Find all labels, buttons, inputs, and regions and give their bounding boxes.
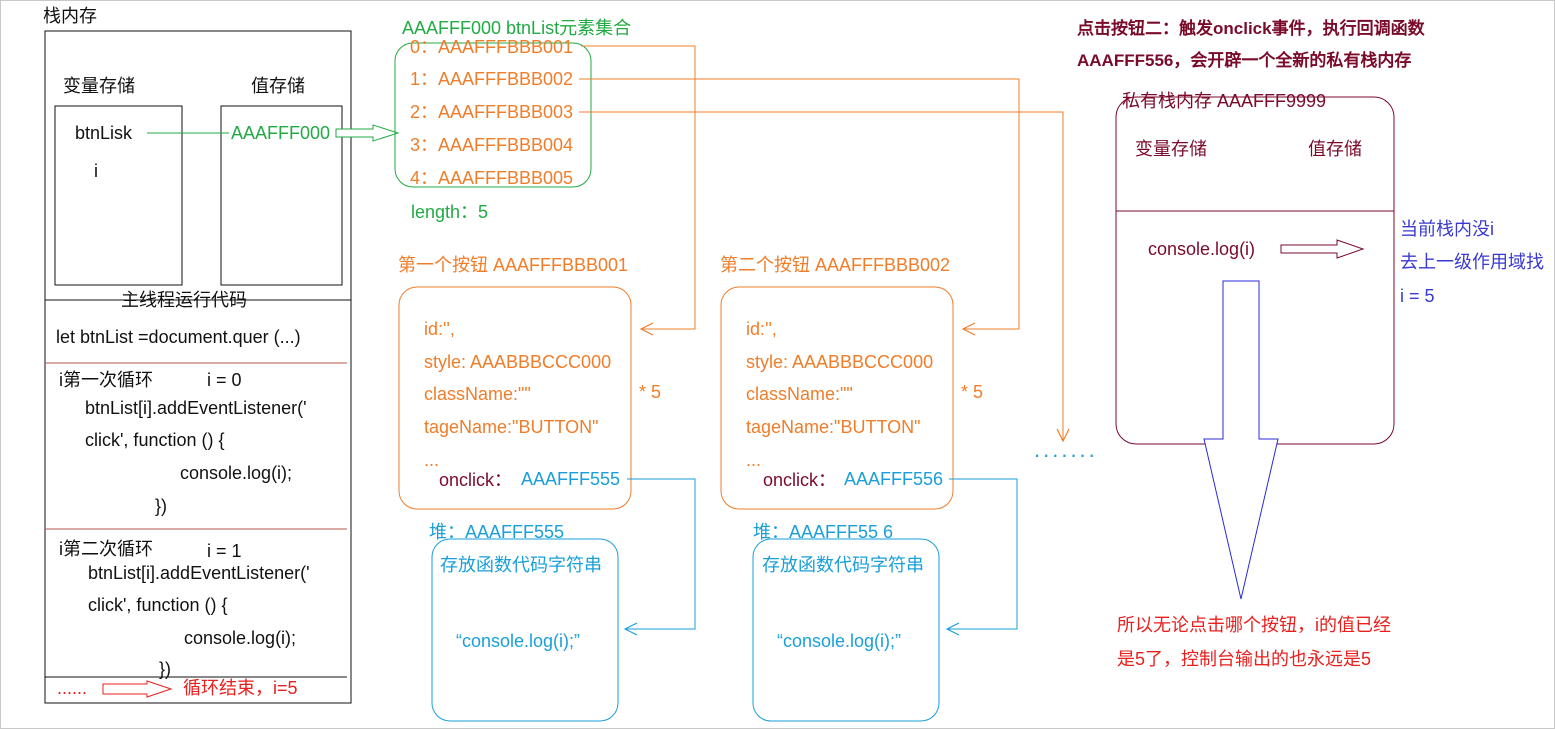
collection-title: AAAFFF000 btnList元素集合 bbox=[402, 18, 632, 38]
scope-note-line: i = 5 bbox=[1400, 286, 1435, 306]
button1-multiplier: * 5 bbox=[639, 382, 662, 402]
loop2-code-line: click', function () { bbox=[88, 595, 228, 615]
scope-note-line: 当前栈内没i bbox=[1400, 219, 1494, 239]
variable-storage-box bbox=[54, 105, 183, 286]
collection-length: length：5 bbox=[411, 202, 489, 222]
loop2-code-line: console.log(i); bbox=[184, 628, 297, 648]
loop2-code-line: btnList[i].addEventListener(' bbox=[88, 563, 310, 583]
conclusion-line: 是5了，控制台输出的也永远是5 bbox=[1117, 649, 1372, 669]
loop2-i-value: i = 1 bbox=[207, 541, 242, 561]
collection-item: 1：AAAFFFBBB002 bbox=[410, 69, 574, 89]
onclick2-to-heap-line bbox=[947, 478, 1018, 629]
button1-prop: className:"" bbox=[424, 384, 531, 404]
var-btnlist: btnLisk bbox=[75, 123, 133, 143]
heap1-code: “console.log(i);” bbox=[456, 631, 581, 651]
loop1-code-line: console.log(i); bbox=[180, 463, 293, 483]
collection-item: 3：AAAFFFBBB004 bbox=[410, 135, 574, 155]
heap2-title: 堆：AAAFFF55 6 bbox=[753, 522, 894, 542]
heap2-description: 存放函数代码字符串 bbox=[762, 555, 924, 575]
hollow-arrow-to-scope bbox=[1280, 239, 1365, 259]
click-note-line: 点击按钮二：触发onclick事件，执行回调函数 bbox=[1077, 19, 1425, 38]
var-i: i bbox=[94, 161, 98, 181]
value-storage-header: 值存储 bbox=[251, 76, 305, 96]
more-buttons-ellipsis: ....... bbox=[1034, 437, 1098, 462]
stack-frame bbox=[44, 30, 352, 704]
private-stack-code: console.log(i) bbox=[1148, 239, 1256, 259]
variable-storage-header: 变量存储 bbox=[63, 76, 135, 96]
heap1-box bbox=[431, 538, 619, 722]
collection-item: 4：AAAFFFBBB005 bbox=[410, 168, 574, 188]
btnlist-collection-box bbox=[394, 42, 592, 188]
button2-prop: ... bbox=[746, 450, 762, 470]
loop-ellipsis: ...... bbox=[57, 678, 88, 698]
conclusion-line: 所以无论点击哪个按钮，i的值已经 bbox=[1117, 615, 1391, 635]
item2-to-more-line bbox=[579, 111, 1063, 441]
button2-onclick-value: AAAFFF556 bbox=[844, 469, 944, 489]
button2-multiplier: * 5 bbox=[961, 382, 984, 402]
hollow-arrow-to-collection bbox=[335, 124, 400, 142]
loop-end-label: 循环结束，i=5 bbox=[183, 678, 298, 698]
loop2-label: i第二次循环 bbox=[59, 539, 153, 559]
loop1-code-line: }) bbox=[155, 496, 168, 516]
loop1-i-value: i = 0 bbox=[207, 370, 242, 390]
item0-to-button1-line bbox=[581, 45, 696, 329]
heap2-code: “console.log(i);” bbox=[777, 631, 902, 651]
onclick1-to-heap-line bbox=[625, 478, 696, 629]
btnlist-declaration: let btnList =document.quer (...) bbox=[56, 327, 301, 347]
button1-prop: id:'', bbox=[424, 319, 455, 339]
click-note-line: AAAFFF556，会开辟一个全新的私有栈内存 bbox=[1077, 51, 1412, 70]
button1-prop: ... bbox=[424, 450, 440, 470]
value-address: AAAFFF000 bbox=[231, 123, 331, 143]
button2-prop: style: AAABBBCCC000 bbox=[746, 352, 934, 372]
heap1-title: 堆：AAAFFF555 bbox=[429, 522, 565, 542]
button2-prop: className:"" bbox=[746, 384, 853, 404]
heap2-box bbox=[752, 538, 940, 722]
big-down-arrow bbox=[1203, 280, 1279, 600]
button2-prop: tageName:"BUTTON" bbox=[746, 417, 921, 437]
loop2-code-line: }) bbox=[159, 659, 172, 679]
main-thread-title: 主线程运行代码 bbox=[121, 290, 247, 310]
value-storage-box bbox=[220, 105, 343, 286]
loop1-label: i第一次循环 bbox=[59, 370, 153, 390]
button1-prop: style: AAABBBCCC000 bbox=[424, 352, 612, 372]
private-var-header: 变量存储 bbox=[1135, 139, 1207, 159]
button2-title: 第二个按钮 AAAFFFBBB002 bbox=[720, 255, 951, 275]
button2-prop: id:'', bbox=[746, 319, 777, 339]
button1-prop: tageName:"BUTTON" bbox=[424, 417, 599, 437]
loop1-code-line: btnList[i].addEventListener(' bbox=[85, 398, 307, 418]
scope-note-line: 去上一级作用域找 bbox=[1400, 252, 1544, 272]
collection-item: 0：AAAFFFBBB001 bbox=[410, 37, 574, 57]
button1-object-box bbox=[398, 286, 632, 510]
stack-title: 栈内存 bbox=[43, 6, 97, 26]
button2-onclick-label: onclick： bbox=[763, 470, 837, 490]
button1-title: 第一个按钮 AAAFFFBBB001 bbox=[398, 255, 629, 275]
button1-onclick-value: AAAFFF555 bbox=[521, 469, 621, 489]
private-stack-title: 私有栈内存 AAAFFF9999 bbox=[1122, 91, 1327, 111]
heap1-description: 存放函数代码字符串 bbox=[440, 555, 602, 575]
button2-object-box bbox=[720, 286, 954, 510]
loop1-code-line: click', function () { bbox=[85, 430, 225, 450]
loop-end-arrow bbox=[102, 680, 173, 698]
item1-to-button2-line bbox=[579, 78, 1020, 329]
button1-onclick-label: onclick： bbox=[439, 470, 513, 490]
private-val-header: 值存储 bbox=[1308, 139, 1362, 159]
collection-item: 2：AAAFFFBBB003 bbox=[410, 102, 574, 122]
